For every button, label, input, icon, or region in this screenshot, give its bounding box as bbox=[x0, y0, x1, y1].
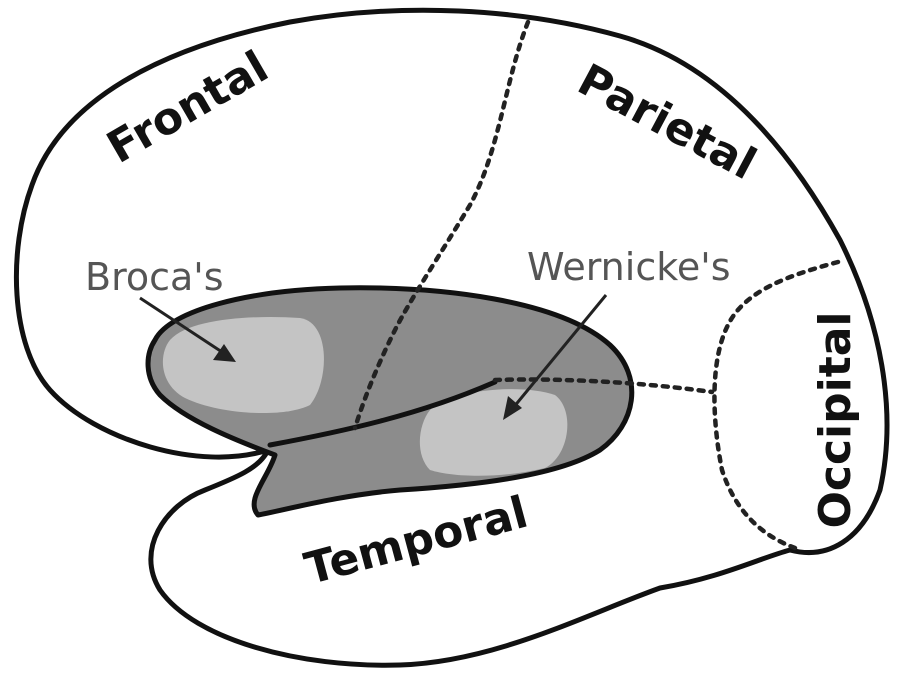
wernickes-label: Wernicke's bbox=[527, 245, 731, 289]
occipital-label: Occipital bbox=[810, 311, 861, 528]
brocas-area bbox=[163, 317, 324, 413]
brocas-label: Broca's bbox=[85, 255, 224, 299]
